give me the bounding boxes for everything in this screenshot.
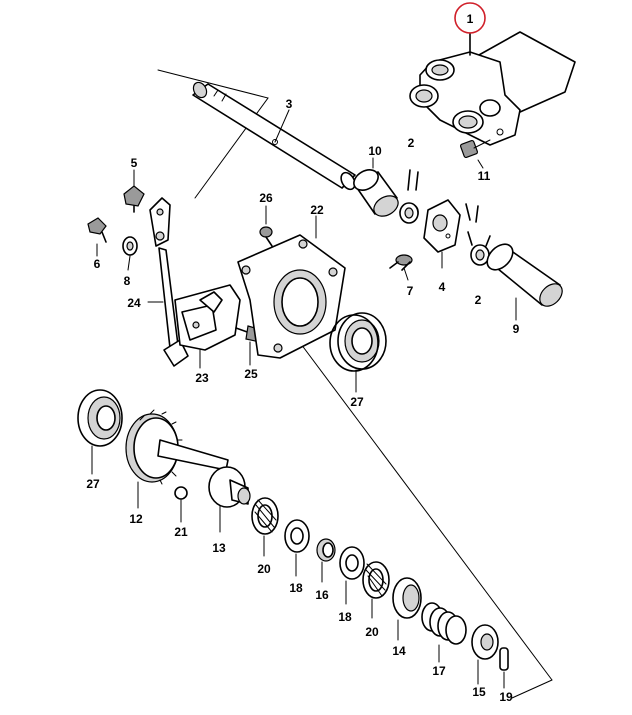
callout-13[interactable]: 13 xyxy=(212,541,226,555)
ball-part-21[interactable] xyxy=(174,486,188,523)
washer-part-8[interactable] xyxy=(122,236,138,271)
callout-6[interactable]: 6 xyxy=(94,257,101,271)
callout-20-left[interactable]: 20 xyxy=(257,562,271,576)
callout-8[interactable]: 8 xyxy=(124,274,131,288)
callout-labels: 1 2 2 3 4 5 6 7 8 9 10 11 12 13 14 15 16… xyxy=(86,12,519,704)
callout-22[interactable]: 22 xyxy=(310,203,324,217)
gear-part-12[interactable] xyxy=(125,409,229,509)
linkage-rod-part-24[interactable] xyxy=(147,197,189,367)
callout-15[interactable]: 15 xyxy=(472,685,486,699)
callout-23[interactable]: 23 xyxy=(195,371,209,385)
callout-16[interactable]: 16 xyxy=(315,588,329,602)
callout-12[interactable]: 12 xyxy=(129,512,143,526)
callout-1[interactable]: 1 xyxy=(467,12,474,26)
selected-part-highlight-circle xyxy=(454,2,486,34)
callout-5[interactable]: 5 xyxy=(131,156,138,170)
spring-part-2-left[interactable] xyxy=(399,169,419,224)
callout-10[interactable]: 10 xyxy=(368,144,382,158)
coil-spring-part-17[interactable] xyxy=(421,602,467,663)
callout-2-lower[interactable]: 2 xyxy=(475,293,482,307)
callout-4[interactable]: 4 xyxy=(439,280,446,294)
shaft-part-3[interactable] xyxy=(191,80,358,192)
callout-27-upper[interactable]: 27 xyxy=(350,395,364,409)
needle-bearing-part-20-a[interactable] xyxy=(251,497,279,557)
callout-2-upper[interactable]: 2 xyxy=(408,136,415,150)
bearing-part-27-lower[interactable] xyxy=(77,389,123,475)
bolt-part-6[interactable] xyxy=(87,217,107,257)
cup-part-14[interactable] xyxy=(392,577,422,641)
callout-19[interactable]: 19 xyxy=(499,690,513,704)
bushing-part-10[interactable] xyxy=(350,157,402,220)
screw-part-26[interactable] xyxy=(259,205,273,247)
valve-housing-part[interactable] xyxy=(409,31,576,146)
screw-part-5[interactable] xyxy=(123,169,145,213)
sleeve-part-9[interactable] xyxy=(482,239,566,321)
washer-part-18-b[interactable] xyxy=(339,546,365,605)
callout-17[interactable]: 17 xyxy=(432,664,446,678)
callout-24[interactable]: 24 xyxy=(127,296,141,310)
callout-9[interactable]: 9 xyxy=(513,322,520,336)
bracket-part-23[interactable] xyxy=(174,284,241,369)
callout-14[interactable]: 14 xyxy=(392,644,406,658)
callout-27-lower[interactable]: 27 xyxy=(86,477,100,491)
callout-18-right[interactable]: 18 xyxy=(338,610,352,624)
pin-part-19[interactable] xyxy=(499,647,509,689)
lever-hub-part-4[interactable] xyxy=(423,199,461,269)
callout-21[interactable]: 21 xyxy=(174,525,188,539)
retaining-washer-part-15[interactable] xyxy=(471,624,499,685)
spring-part-2-right[interactable] xyxy=(465,203,491,266)
callout-11[interactable]: 11 xyxy=(478,169,491,183)
callout-18-left[interactable]: 18 xyxy=(289,581,303,595)
callout-20-right[interactable]: 20 xyxy=(365,625,379,639)
callout-26[interactable]: 26 xyxy=(259,191,273,205)
assembly-outline xyxy=(157,69,553,699)
callout-25[interactable]: 25 xyxy=(244,367,258,381)
bolt-part-11[interactable] xyxy=(459,139,491,169)
needle-bearing-part-20-b[interactable] xyxy=(362,561,390,619)
bearing-part-27-upper[interactable] xyxy=(329,312,387,393)
washer-part-18-a[interactable] xyxy=(284,519,310,577)
screw-part-7[interactable] xyxy=(389,254,413,281)
callout-7[interactable]: 7 xyxy=(407,284,414,298)
ring-part-16[interactable] xyxy=(316,538,336,583)
spindle-cap-part-13[interactable] xyxy=(208,466,251,533)
callout-3[interactable]: 3 xyxy=(286,97,293,111)
gasket-plate-part-22[interactable] xyxy=(237,215,346,359)
